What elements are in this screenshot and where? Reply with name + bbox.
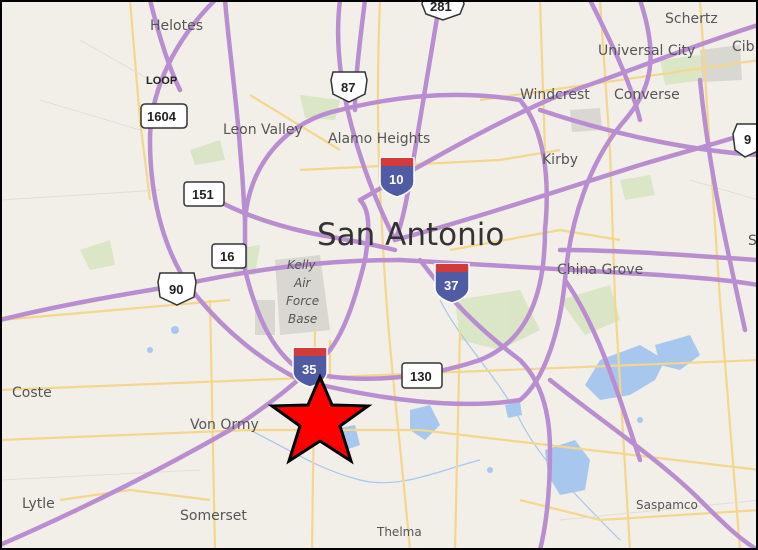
label-kelly-afb-line2: Air bbox=[293, 276, 312, 290]
i-37-shield-shape bbox=[434, 263, 470, 304]
us-281-number: 281 bbox=[430, 0, 452, 14]
loop-1604-shield: LOOP 1604 bbox=[140, 75, 188, 129]
us-90-shield: 90 bbox=[157, 272, 197, 306]
label-converse: Converse bbox=[614, 87, 680, 103]
label-windcrest: Windcrest bbox=[520, 87, 590, 103]
loop-label: LOOP bbox=[146, 75, 177, 87]
label-leon-valley: Leon Valley bbox=[223, 122, 303, 138]
right-edge-shield-number: 9 bbox=[744, 132, 751, 147]
us-90-number: 90 bbox=[169, 282, 183, 297]
label-universal-city: Universal City bbox=[598, 43, 695, 59]
label-kelly-afb-line3: Force bbox=[286, 294, 319, 308]
label-alamo-heights: Alamo Heights bbox=[328, 131, 430, 147]
urban-gray-areas bbox=[255, 45, 742, 335]
label-somerset: Somerset bbox=[180, 508, 247, 524]
label-saspamco: Saspamco bbox=[636, 498, 698, 512]
us-281-shield-partial: 281 bbox=[421, 0, 465, 21]
i-37-shield: 37 bbox=[434, 263, 470, 304]
label-cib: Cib bbox=[732, 39, 755, 55]
us-90-shield-shape bbox=[157, 272, 197, 306]
loop-1604-shield-box bbox=[140, 103, 188, 129]
label-san-antonio: San Antonio bbox=[317, 217, 504, 253]
label-china-grove: China Grove bbox=[557, 262, 643, 278]
label-coste: Coste bbox=[12, 385, 52, 401]
sh-16-shield-box bbox=[211, 243, 247, 269]
label-kelly-afb: Kelly Air Force Base bbox=[286, 258, 319, 326]
label-schertz: Schertz bbox=[665, 11, 718, 27]
label-kirby: Kirby bbox=[542, 152, 578, 168]
i-35-number: 35 bbox=[302, 362, 316, 377]
rivers bbox=[249, 299, 621, 541]
sh-16-number: 16 bbox=[220, 249, 234, 264]
i-37-number: 37 bbox=[444, 278, 458, 293]
sh-16-shield: 16 bbox=[211, 243, 247, 269]
right-edge-shield-partial: 9 bbox=[732, 123, 758, 158]
us-87-shield: 87 bbox=[330, 71, 368, 103]
us-87-number: 87 bbox=[341, 80, 355, 95]
i-10-number: 10 bbox=[389, 172, 403, 187]
label-kelly-afb-line4: Base bbox=[288, 312, 317, 326]
i-37-shield-top bbox=[436, 264, 468, 272]
sh-130-shield: 130 bbox=[401, 362, 443, 389]
us-281-shield-shape bbox=[421, 0, 465, 21]
label-von-ormy: Von Ormy bbox=[190, 417, 259, 433]
minor-roads bbox=[0, 39, 758, 521]
sh-151-shield-box bbox=[183, 181, 225, 207]
label-thelma: Thelma bbox=[376, 525, 422, 539]
right-edge-shield-shape bbox=[732, 123, 758, 158]
place-labels: Helotes Schertz Universal City Cib Windc… bbox=[12, 11, 757, 539]
label-s-edge: S bbox=[748, 233, 757, 249]
i-10-shield-top bbox=[381, 158, 413, 166]
us-87-shield-shape bbox=[330, 71, 368, 103]
label-helotes: Helotes bbox=[150, 18, 203, 34]
sh-151-number: 151 bbox=[192, 187, 214, 202]
i-10-shield-shape bbox=[379, 157, 415, 198]
sh-151-shield: 151 bbox=[183, 181, 225, 207]
sh-130-number: 130 bbox=[410, 369, 432, 384]
red-star-icon[interactable] bbox=[267, 373, 373, 465]
sh-130-shield-box bbox=[401, 362, 443, 389]
i-35-shield-top bbox=[294, 348, 326, 356]
label-kelly-afb-line1: Kelly bbox=[287, 258, 316, 272]
loop-1604-number: 1604 bbox=[147, 109, 177, 124]
i-10-shield: 10 bbox=[379, 157, 415, 198]
label-lytle: Lytle bbox=[22, 496, 55, 512]
